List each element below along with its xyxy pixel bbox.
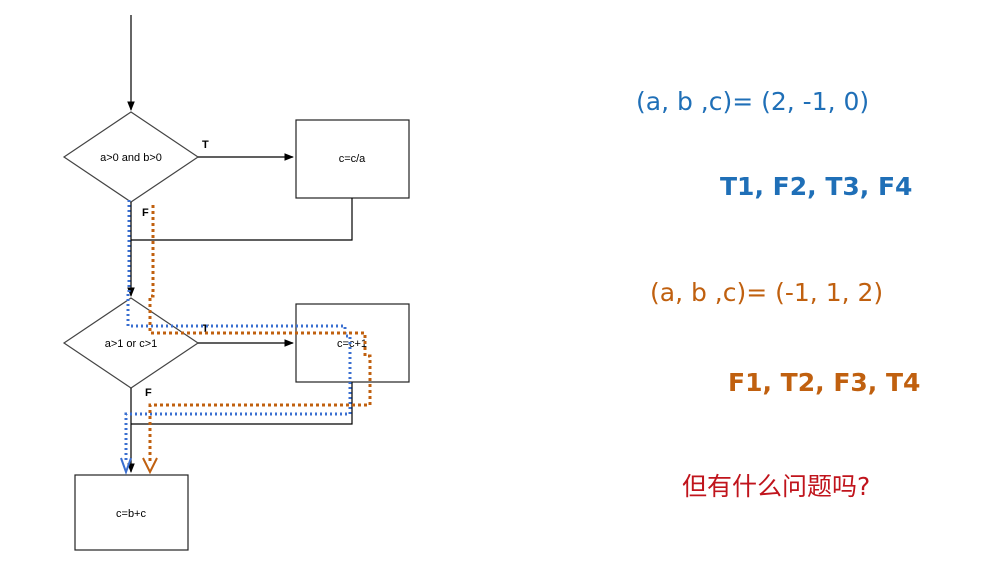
decision1-true-label: T [202, 139, 209, 151]
test-case-1-input: (a, b ,c)= (2, -1, 0) [636, 87, 870, 116]
decision1-false-label: F [142, 207, 149, 219]
test-case-2-result: F1, T2, F3, T4 [728, 368, 921, 397]
decision2-false-label: F [145, 387, 152, 399]
question-text: 但有什么问题吗? [682, 472, 871, 501]
process2-merge-line [131, 382, 353, 425]
process2-label: c=c+1 [337, 338, 367, 350]
test-case-2-input: (a, b ,c)= (-1, 1, 2) [650, 278, 884, 307]
process1-label: c=c/a [339, 153, 366, 165]
test-case-1-result: T1, F2, T3, F4 [720, 172, 913, 201]
test-path-1-arrowhead [120, 457, 132, 475]
process2-box [295, 303, 410, 383]
decision2-true-label: T [202, 323, 209, 335]
process1-merge-line [131, 198, 353, 241]
test-path-2-arrowhead [142, 457, 158, 475]
test-path-2 [148, 205, 372, 462]
process3-box [74, 474, 189, 551]
process3-label: c=b+c [116, 508, 146, 520]
decision1-label: a>0 and b>0 [100, 152, 162, 164]
test-path-1 [124, 200, 352, 462]
decision2-label: a>1 or c>1 [105, 338, 158, 350]
